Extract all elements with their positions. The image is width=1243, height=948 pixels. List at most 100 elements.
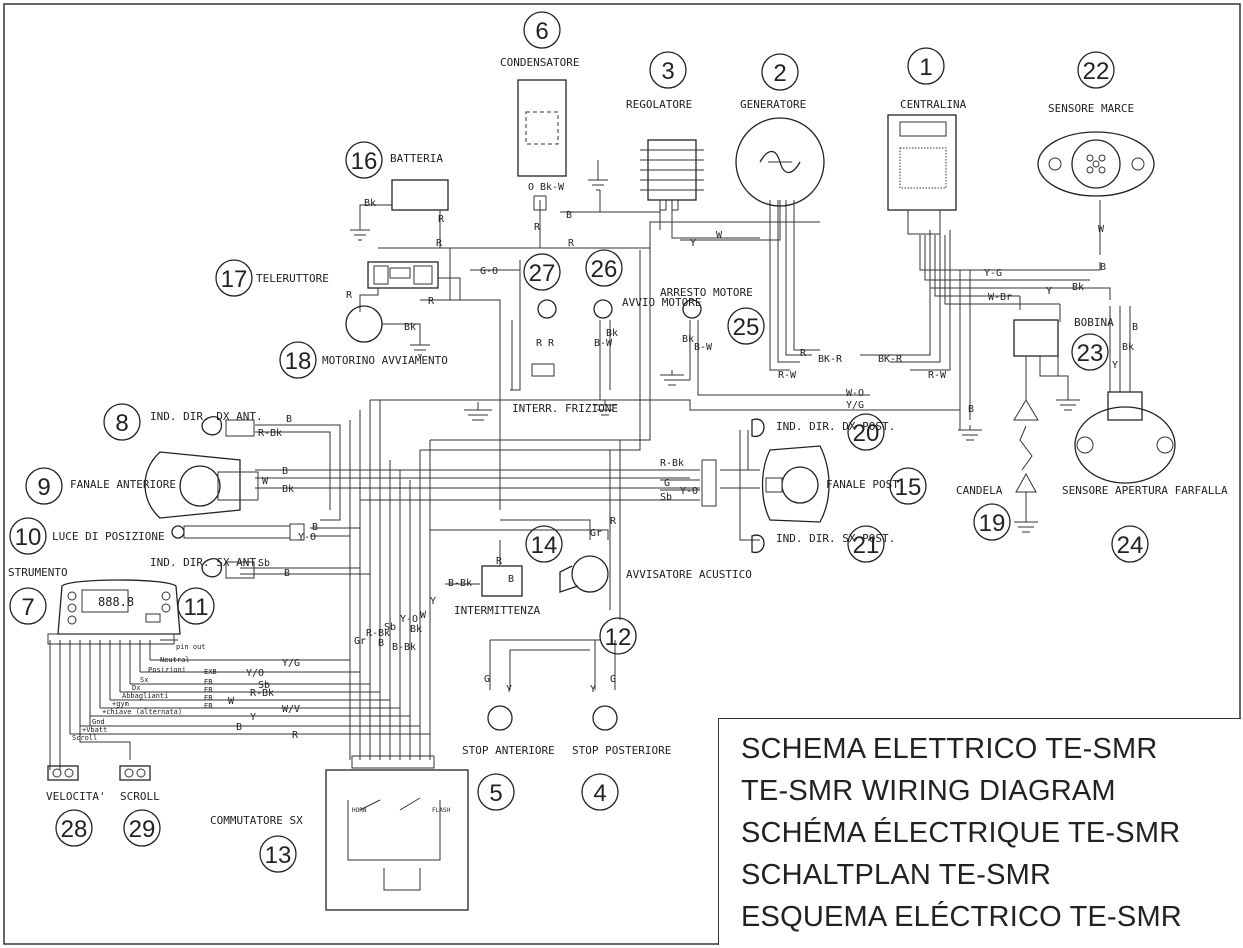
svg-text:17: 17	[221, 266, 248, 293]
wire-code: Bk	[606, 328, 618, 339]
component-number-22: 22	[1077, 51, 1115, 89]
label-fanale-post: FANALE POST.	[826, 478, 905, 491]
wire-code: R	[428, 296, 435, 307]
component-number-2: 2	[761, 53, 799, 91]
component-number-28: 28	[55, 809, 93, 847]
label-ind-dir-sx-ant: IND. DIR. SX ANT.	[150, 556, 263, 569]
component-number-8: 8	[103, 403, 141, 441]
component-number-21: 21	[847, 525, 885, 563]
wire-code: W	[716, 230, 723, 241]
wire-code: R-W	[928, 370, 947, 381]
wire-code: R	[800, 348, 807, 359]
pin-id: EXB	[204, 668, 217, 676]
wire-code: Bk	[282, 484, 294, 495]
label-bobina: BOBINA	[1074, 316, 1114, 329]
label-sensore-apertura-farfalla: SENSORE APERTURA FARFALLA	[1062, 484, 1228, 497]
component-number-13: 13	[259, 835, 297, 873]
wire-code: Gr	[590, 528, 602, 539]
dashboard-pin-labels: 888.8 pin out Neutral Posizioni Sx Dx Ab…	[72, 595, 450, 814]
wire-code: Y-O	[298, 532, 316, 543]
label-stop-posteriore: STOP POSTERIORE	[572, 744, 671, 757]
wire-code: R-Bk	[366, 628, 390, 639]
pin-label: Dx	[132, 684, 140, 692]
wire-code: Y-O	[680, 486, 698, 497]
label-candela: CANDELA	[956, 484, 1003, 497]
battery-symbol	[350, 179, 449, 248]
pin-label: Abbaglianti	[122, 692, 168, 700]
wire-code: B	[968, 404, 974, 415]
pin-id: EB	[204, 686, 212, 694]
wire-code: B	[508, 574, 514, 585]
pin-id: EB	[204, 678, 212, 686]
wire-code: Y	[1046, 286, 1052, 297]
pin-label: pin out	[176, 643, 206, 651]
wire-code: R	[536, 338, 543, 349]
wire-code: BK-R	[878, 354, 903, 365]
svg-text:20: 20	[853, 420, 880, 447]
wire-code: B-W	[694, 342, 713, 353]
wire-code: Y	[430, 596, 436, 607]
wire-code: Y	[690, 238, 696, 249]
component-number-5: 5	[477, 773, 515, 811]
flasher-symbol	[481, 565, 523, 597]
label-avvisatore-acustico: AVVISATORE ACUSTICO	[626, 568, 752, 581]
component-number-1: 1	[907, 47, 945, 85]
label-ind-dir-dx-ant: IND. DIR. DX ANT.	[150, 410, 263, 423]
stop-switches	[487, 705, 618, 731]
wire-code: G	[484, 674, 490, 685]
pin-label: Scroll	[72, 734, 97, 742]
label-centralina: CENTRALINA	[900, 98, 967, 111]
diagram-frame	[3, 3, 1241, 945]
wire-code: W	[420, 610, 427, 621]
wire-code: G	[610, 674, 616, 685]
label-avvio-motore: AVVIO MOTORE	[622, 296, 701, 309]
component-number-23: 23	[1071, 333, 1109, 371]
label-batteria: BATTERIA	[390, 152, 443, 165]
ignition-coil-symbol	[1013, 319, 1069, 510]
handlebar-switches	[531, 299, 702, 377]
component-number-11: 11	[177, 587, 215, 625]
wire-code: B	[286, 414, 292, 425]
wire-code: R-Bk	[250, 688, 274, 699]
pin-label: Posizioni	[148, 666, 186, 674]
svg-text:3: 3	[661, 58, 674, 85]
svg-text:6: 6	[535, 18, 548, 45]
wire-code: W-Br	[988, 292, 1012, 303]
component-number-25: 25	[727, 307, 765, 345]
wire-code: B	[1132, 322, 1138, 333]
wire-code: Y	[590, 684, 596, 695]
wire-code: G-O	[480, 266, 498, 277]
svg-text:11: 11	[184, 594, 209, 621]
svg-text:15: 15	[895, 474, 922, 501]
label-luce-di-posizione: LUCE DI POSIZIONE	[52, 530, 165, 543]
label-ind-dir-sx-post: IND. DIR. SX POST.	[776, 532, 895, 545]
wire-code: B	[236, 722, 242, 733]
wire-code: W	[228, 696, 235, 707]
wire-code: R-Bk	[660, 458, 684, 469]
wire-code: R	[438, 214, 445, 225]
wire-code: R	[610, 516, 617, 527]
wire-code: Y/O	[246, 668, 264, 679]
label-stop-anteriore: STOP ANTERIORE	[462, 744, 555, 757]
ground-symbols	[464, 370, 1080, 533]
label-sensore-marce: SENSORE MARCE	[1048, 102, 1134, 115]
component-number-12: 12	[599, 617, 637, 655]
wire-code: Y	[250, 712, 256, 723]
wire-code: Sb	[258, 558, 270, 569]
title-english: TE-SMR WIRING DIAGRAM	[741, 775, 1116, 807]
wire-code: R-W	[778, 370, 797, 381]
component-number-29: 29	[123, 809, 161, 847]
component-number-3: 3	[649, 51, 687, 89]
svg-text:13: 13	[265, 842, 292, 869]
starter-motor-symbol	[345, 305, 430, 356]
component-number-20: 20	[847, 413, 885, 451]
wire-color-codes: Bk R R R R R G-O Bk O Bk-W R B Y W Y-G B…	[228, 182, 1138, 741]
svg-text:14: 14	[531, 532, 558, 559]
throttle-sensor-symbol	[1074, 391, 1176, 484]
component-number-27: 27	[523, 253, 561, 291]
rear-lamps	[701, 418, 830, 553]
pin-label: Gnd	[92, 718, 105, 726]
wire-code: R	[496, 556, 503, 567]
label-condensatore: CONDENSATORE	[500, 56, 579, 69]
